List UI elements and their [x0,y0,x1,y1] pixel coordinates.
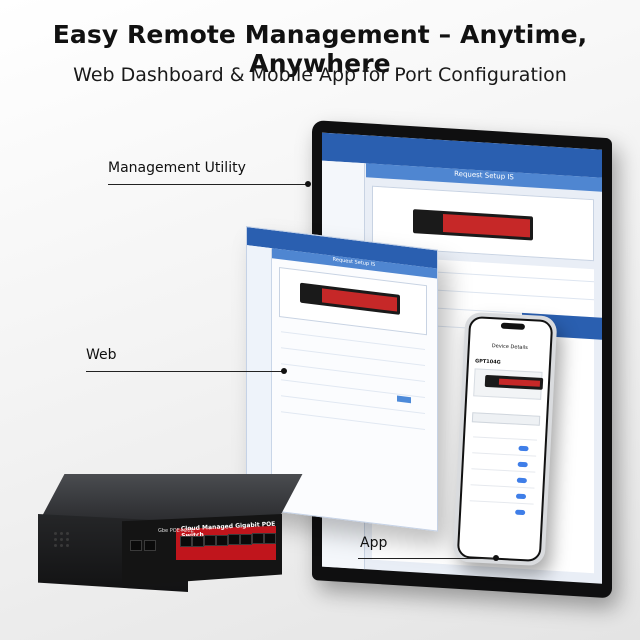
web-switch-image [300,282,400,315]
phone-row [470,484,535,489]
phone-screen: Device Details GPT104G [456,315,554,563]
web-switch-red-panel [322,288,397,312]
phone-switch-image [484,374,544,390]
callout-line-management [108,184,310,185]
uplink-port [130,540,142,551]
monitor-switch-red-panel [443,214,530,238]
web-device-panel [279,267,427,336]
poe-port [192,536,204,547]
phone-tabs [471,412,541,426]
callout-dot-app [493,555,499,561]
callout-management-utility: Management Utility [108,160,246,176]
poe-port [180,536,192,547]
vent-hole [66,532,69,535]
vent-hole [54,538,57,541]
vent-hole [54,544,57,547]
web-sidebar [247,245,272,511]
vent-hole [60,544,63,547]
web-row [281,379,425,398]
poe-port [240,534,252,545]
phone-switch-red-panel [498,378,541,387]
phone-toggle [515,493,527,500]
phone-toggle [516,477,527,484]
switch-top [40,474,303,520]
monitor-switch-image [413,209,533,241]
callout-dot-web [281,368,287,374]
phone-row [469,500,534,505]
vent-hole [66,538,69,541]
web-row [281,331,425,350]
uplink-port [144,540,156,551]
web-apply-button [397,395,411,404]
phone-row [471,468,536,473]
phone: Device Details GPT104G [452,311,558,567]
phone-row [473,436,538,441]
poe-port [264,533,276,544]
poe-port [252,533,264,544]
phone-model: GPT104G [474,358,501,366]
callout-dot-management [305,181,311,187]
vent-hole [60,538,63,541]
phone-device-card [473,368,544,400]
phone-row [472,452,537,457]
phone-notch [500,322,526,330]
switch-uplink-label: Gbe POE+2CE [158,528,194,534]
vent-hole [66,544,69,547]
phone-toggle [518,445,529,452]
web-row [281,347,425,366]
phone-header: Device Details [491,343,528,352]
headline: Easy Remote Management – Anytime, Anywhe… [52,20,588,78]
callout-app: App [360,535,388,551]
vent-hole [54,532,57,535]
poe-port [228,534,240,545]
callout-line-app [358,558,498,559]
web-row [281,363,425,382]
callout-line-web [86,371,286,372]
poe-port [216,535,228,546]
web-row [281,411,425,430]
vent-hole [60,532,63,535]
phone-toggle [515,509,526,516]
subheadline: Web Dashboard & Mobile App for Port Conf… [73,64,567,86]
phone-toggle [517,461,528,468]
callout-web: Web [86,347,117,363]
switch-device: Cloud Managed Gigabit POE Switch Gbe POE… [38,474,303,592]
poe-port [204,535,216,546]
